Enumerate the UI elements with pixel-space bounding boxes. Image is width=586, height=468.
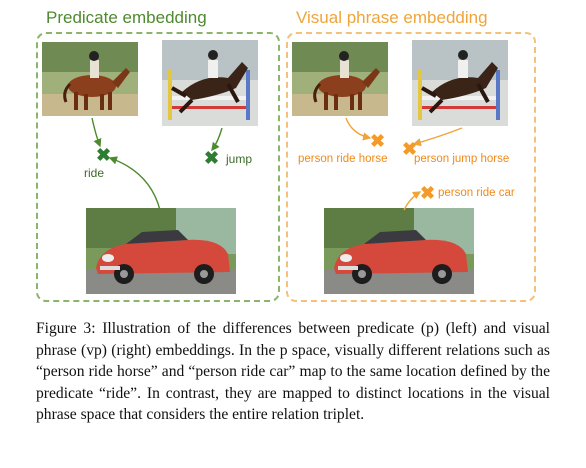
arrow-car-to-ride xyxy=(108,156,161,211)
person-jump-horse-marker-icon: ✖ xyxy=(402,139,418,159)
car-ride-photo xyxy=(86,208,236,294)
arrow-jump-to-jump xyxy=(211,127,223,152)
jump-label: jump xyxy=(226,152,253,166)
predicate-embedding-title: Predicate embedding xyxy=(46,8,207,27)
figure-caption: Figure 3: Illustration of the difference… xyxy=(36,318,550,426)
horse-ride-photo xyxy=(42,42,138,116)
ride-embedding-marker-icon: ✖ xyxy=(96,145,112,165)
person-ride-car-label: person ride car xyxy=(438,187,515,199)
arrow-horse-to-ride xyxy=(91,117,102,148)
visual-phrase-embedding-panel xyxy=(286,32,536,302)
person-jump-horse-label: person jump horse xyxy=(414,153,510,165)
vp-horse-jump-photo xyxy=(412,40,508,126)
arrow-vp-horse-ride xyxy=(345,117,372,141)
vp-horse-ride-photo xyxy=(292,42,388,116)
horse-jump-photo xyxy=(162,40,258,126)
ride-label: ride xyxy=(84,166,105,180)
jump-embedding-marker-icon: ✖ xyxy=(204,148,220,168)
figure: Predicate embedding Visual phrase embedd… xyxy=(36,8,536,302)
vp-car-ride-photo xyxy=(324,208,474,294)
embedding-arrows xyxy=(91,117,463,211)
caption-text: Figure 3: Illustration of the difference… xyxy=(36,320,550,423)
person-ride-horse-marker-icon: ✖ xyxy=(370,131,386,151)
arrow-vp-horse-jump xyxy=(412,127,463,147)
person-ride-car-marker-icon: ✖ xyxy=(420,183,436,203)
predicate-embedding-panel xyxy=(36,32,280,302)
arrow-vp-car-ride xyxy=(403,191,422,211)
visual-phrase-embedding-title: Visual phrase embedding xyxy=(296,8,488,27)
person-ride-horse-label: person ride horse xyxy=(298,153,388,165)
